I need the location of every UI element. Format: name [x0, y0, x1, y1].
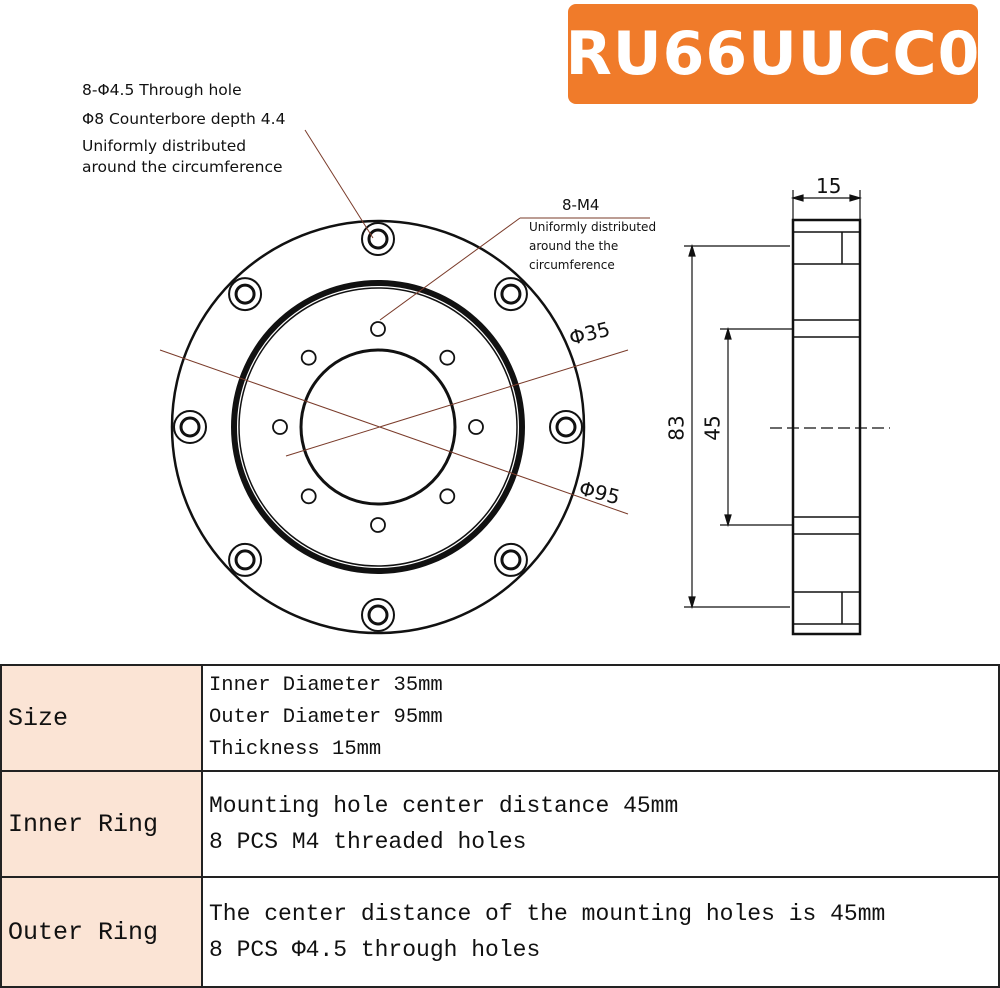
- threaded-hole: [468, 419, 484, 435]
- spec-header: Size: [0, 664, 203, 772]
- through-hole-callout-line: 8-Φ4.5 Through hole: [82, 81, 242, 99]
- through-hole-callout: 8-Φ4.5 Through hole Φ8 Counterbore depth…: [82, 80, 285, 178]
- dim-15-arrow-right: [849, 194, 863, 202]
- spec-line: 8 PCS M4 threaded holes: [209, 829, 527, 855]
- threaded-hole: [300, 488, 317, 505]
- spec-values: The center distance of the mounting hole…: [201, 876, 1000, 988]
- spec-line: Inner Diameter 35mm: [209, 674, 443, 697]
- spec-line: Thickness 15mm: [209, 738, 382, 761]
- threaded-hole: [300, 349, 317, 366]
- dim-label-thickness: 15: [816, 174, 842, 198]
- dim-label-hole-distance: 45: [700, 415, 725, 441]
- through-hole: [493, 277, 528, 312]
- dimension-lines: [684, 190, 863, 610]
- spec-values: Mounting hole center distance 45mm 8 PCS…: [201, 770, 1000, 878]
- dim-83-arrow-top: [688, 243, 696, 257]
- spec-header: Outer Ring: [0, 876, 203, 988]
- through-hole: [228, 277, 263, 312]
- outer-ring-edge: [170, 219, 586, 635]
- threaded-holes-group: [272, 321, 484, 533]
- inner-ring-edge-secondary: [238, 287, 518, 567]
- spec-values: Inner Diameter 35mm Outer Diameter 95mm …: [201, 664, 1000, 772]
- threaded-hole-label: 8-M4: [562, 196, 600, 214]
- threaded-hole-callout: Uniformly distributed around the the cir…: [529, 218, 656, 275]
- leader-threaded-hole: [379, 217, 521, 321]
- through-hole-callout-line: around the circumference: [82, 158, 283, 176]
- spec-row-size: Size Inner Diameter 35mm Outer Diameter …: [0, 664, 1000, 772]
- spec-header: Inner Ring: [0, 770, 203, 878]
- leader-diameter-95: [159, 349, 629, 515]
- through-hole: [361, 598, 395, 632]
- spec-line: The center distance of the mounting hole…: [209, 901, 886, 927]
- through-hole: [361, 222, 395, 256]
- title-badge: RU66UUCC0: [565, 4, 981, 104]
- threaded-hole: [439, 349, 456, 366]
- threaded-hole-callout-line: around the the: [529, 239, 619, 253]
- bore-edge: [299, 348, 457, 506]
- leader-through-hole: [304, 129, 374, 239]
- side-view: [770, 218, 890, 636]
- dim-83-arrow-bottom: [688, 596, 696, 610]
- product-title: RU66UUCC0: [565, 19, 981, 89]
- leader-lines: [159, 129, 650, 515]
- spec-line: Mounting hole center distance 45mm: [209, 793, 679, 819]
- through-hole: [493, 542, 528, 577]
- threaded-hole-callout-line: circumference: [529, 258, 615, 272]
- spec-row-outer-ring: Outer Ring The center distance of the mo…: [0, 876, 1000, 988]
- through-holes-group: [173, 222, 583, 632]
- inner-ring-outer-edge: [231, 280, 525, 574]
- threaded-hole-callout-line: Uniformly distributed: [529, 220, 657, 234]
- threaded-hole: [272, 419, 288, 435]
- technical-drawing: [159, 129, 890, 636]
- dim-15-arrow-left: [790, 194, 804, 202]
- through-hole: [173, 410, 207, 444]
- through-hole-callout-line: Φ8 Counterbore depth 4.4: [82, 110, 286, 128]
- front-view: [170, 219, 586, 635]
- side-body: [791, 218, 862, 636]
- spec-line: Outer Diameter 95mm: [209, 706, 443, 729]
- spec-row-inner-ring: Inner Ring Mounting hole center distance…: [0, 770, 1000, 878]
- threaded-hole: [370, 517, 386, 533]
- through-hole: [549, 410, 583, 444]
- threaded-hole: [439, 488, 456, 505]
- through-hole-callout-line: Uniformly distributed: [82, 137, 247, 155]
- dim-45-arrow-top: [724, 326, 732, 340]
- spec-line: 8 PCS Φ4.5 through holes: [209, 937, 541, 963]
- spec-table: Size Inner Diameter 35mm Outer Diameter …: [0, 664, 1000, 988]
- leader-diameter-35: [285, 349, 629, 457]
- through-hole: [228, 542, 263, 577]
- threaded-hole: [370, 321, 386, 337]
- dim-label-height: 83: [664, 415, 689, 441]
- dim-45-arrow-bottom: [724, 514, 732, 528]
